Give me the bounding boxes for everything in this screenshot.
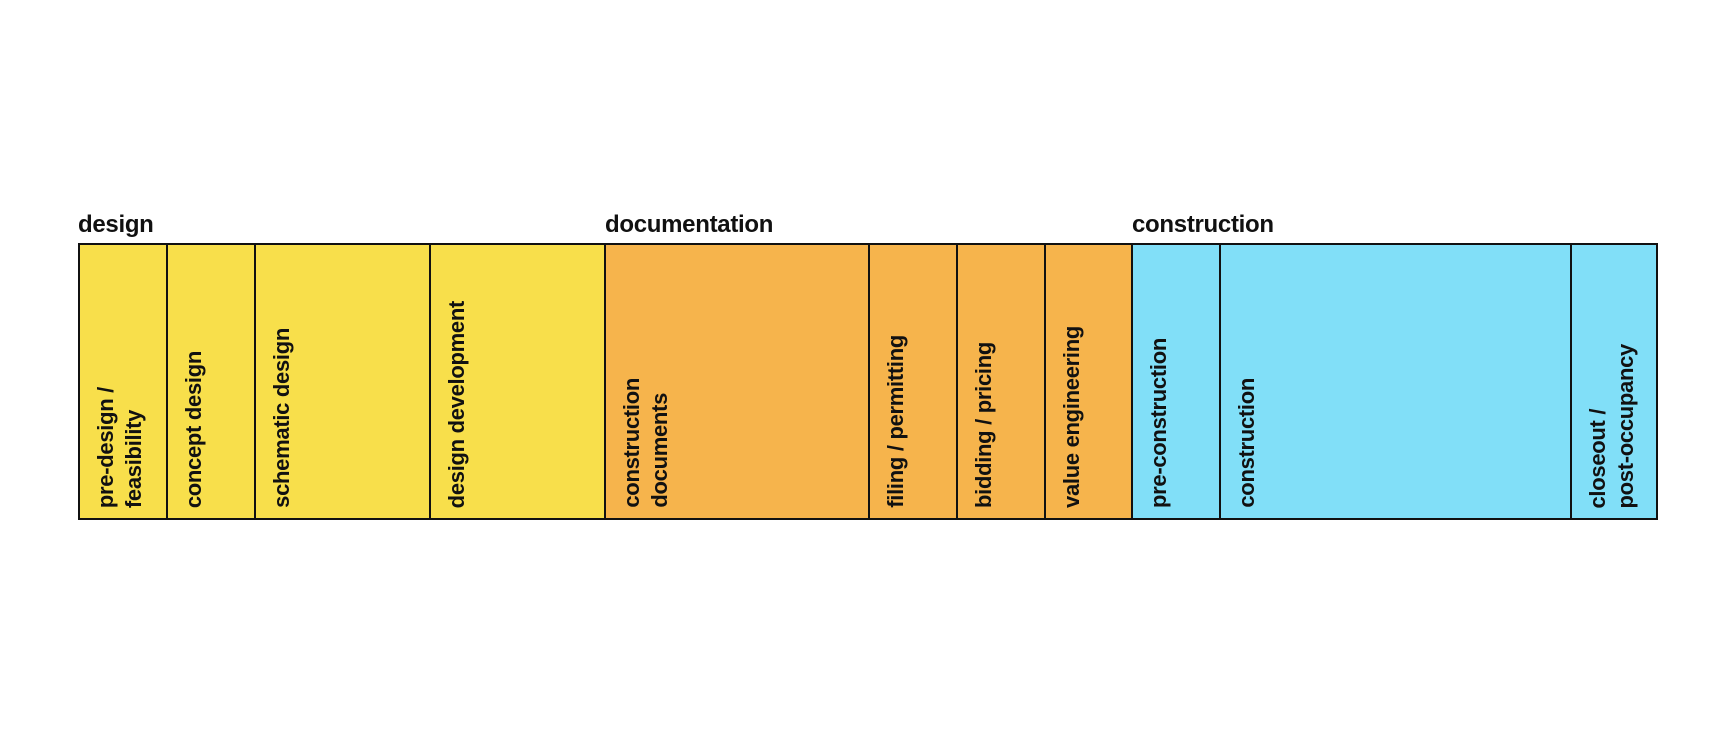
stage-label: construction [1234,378,1259,508]
stage-label: closeout / post-occupancy [1585,343,1638,509]
phase-heading-documentation: documentation [605,211,774,238]
stage-label: schematic design [269,328,294,508]
stage-filing-permitting: filing / permitting [870,245,958,518]
stage-label: construction documents [619,378,672,508]
stage-closeout-post-occupancy: closeout / post-occupancy [1572,245,1656,518]
phase-heading-construction: construction [1132,211,1274,238]
stage-construction: construction [1221,245,1572,518]
stage-construction-documents: construction documents [606,245,870,518]
stage-concept-design: concept design [168,245,256,518]
phase-heading-design: design [78,211,154,238]
stage-label: pre-construction [1146,338,1171,508]
stage-pre-construction: pre-construction [1133,245,1221,518]
stage-bidding-pricing: bidding / pricing [958,245,1046,518]
stage-design-development: design development [431,245,606,518]
stage-pre-design-feasibility: pre-design / feasibility [80,245,168,518]
stage-label: design development [444,300,469,508]
stage-schematic-design: schematic design [256,245,431,518]
stage-value-engineering: value engineering [1046,245,1133,518]
stage-label: pre-design / feasibility [93,386,146,508]
stage-label: bidding / pricing [971,342,996,508]
stage-label: filing / permitting [883,335,908,508]
stage-label: concept design [181,350,206,508]
stage-label: value engineering [1059,326,1084,508]
project-phase-timeline: pre-design / feasibility concept design … [78,243,1658,520]
